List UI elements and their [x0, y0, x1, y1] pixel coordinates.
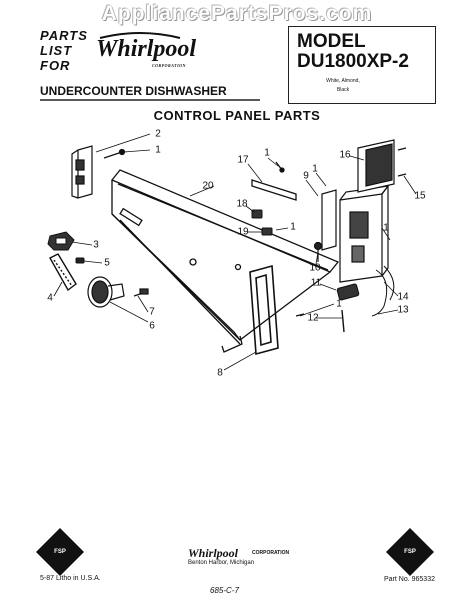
model-color-line: Black	[336, 87, 350, 93]
bracket-part-2	[71, 145, 93, 199]
screw-part-1	[103, 148, 126, 159]
brand-sub: CORPORATION	[152, 63, 186, 68]
watermark: AppliancePartsPros.com	[101, 2, 373, 25]
callout-16: 16	[339, 149, 351, 161]
bracket-part-17	[251, 161, 297, 201]
callout-5: 5	[104, 257, 110, 269]
callout-4: 4	[47, 292, 53, 304]
callout-1: 1	[383, 222, 389, 234]
parts-list-line: LIST	[40, 43, 73, 58]
callout-2: 2	[155, 128, 161, 140]
model-number: DU1800XP-2	[297, 51, 409, 72]
footer-brand: Whirlpool	[188, 546, 239, 560]
model-colors: White, Almond, Black	[313, 77, 373, 95]
callout-8: 8	[217, 367, 223, 379]
callout-1: 1	[290, 221, 296, 233]
cover-part-16	[357, 139, 407, 193]
callout-15: 15	[414, 190, 426, 202]
callout-12: 12	[307, 312, 319, 324]
callout-1: 1	[264, 147, 270, 159]
callout-10: 10	[309, 262, 321, 274]
model-label: MODEL	[297, 31, 366, 52]
knob-part-6	[87, 276, 125, 308]
parts-list-line: FOR	[40, 58, 71, 73]
window-frame-part-8	[249, 264, 279, 356]
callout-9: 9	[303, 170, 309, 182]
brand-logo-text: Whirlpool	[96, 36, 197, 62]
footer-print-info: 5-87 Litho in U.S.A.	[40, 575, 101, 582]
callout-1: 1	[312, 163, 318, 175]
whirlpool-logo	[99, 32, 181, 39]
fsp-badge-left-text: FSP	[54, 549, 66, 555]
callout-11: 11	[310, 277, 322, 289]
handwritten-note: 685-C-7	[210, 586, 239, 595]
fsp-badge-right-text: FSP	[404, 549, 416, 555]
pin-part-12	[295, 309, 345, 333]
callout-18: 18	[236, 198, 248, 210]
parts-list-line: PARTS	[40, 28, 88, 43]
footer-corp-name: CORPORATION	[252, 550, 290, 556]
clip-part-5	[75, 257, 85, 264]
shaft-part-7	[133, 288, 149, 297]
clip-part-19	[261, 227, 273, 236]
callout-14: 14	[397, 291, 409, 303]
footer-city: Benton Harbor, Michigan	[188, 560, 255, 566]
callout-7: 7	[149, 306, 155, 318]
callout-3: 3	[93, 239, 99, 251]
callout-19: 19	[237, 226, 249, 238]
callout-1: 1	[155, 144, 161, 156]
gasket-part-4	[49, 253, 77, 292]
callout-6: 6	[149, 320, 155, 332]
fsp-badge-right	[386, 528, 434, 576]
fsp-badge-left	[36, 528, 84, 576]
leader-lines	[53, 133, 417, 371]
model-box: MODEL DU1800XP-2 White, Almond, Black	[288, 26, 436, 104]
parts-list-label: PARTS LIST FOR	[40, 28, 88, 73]
wires-part-13-14	[371, 265, 395, 317]
callout-13: 13	[397, 304, 409, 316]
product-title: UNDERCOUNTER DISHWASHER	[40, 84, 227, 98]
control-panel-part-20	[110, 169, 340, 353]
switch-part-11	[336, 283, 360, 301]
timer-assembly	[313, 184, 390, 283]
clip-part-18	[251, 209, 263, 219]
model-color-line: White, Almond,	[326, 78, 360, 84]
callout-17: 17	[237, 154, 249, 166]
callout-1: 1	[336, 298, 342, 310]
section-title: CONTROL PANEL PARTS	[153, 108, 321, 123]
callout-20: 20	[202, 180, 214, 192]
footer-part-number: Part No. 965332	[384, 576, 435, 583]
switch-part-3	[47, 231, 75, 251]
